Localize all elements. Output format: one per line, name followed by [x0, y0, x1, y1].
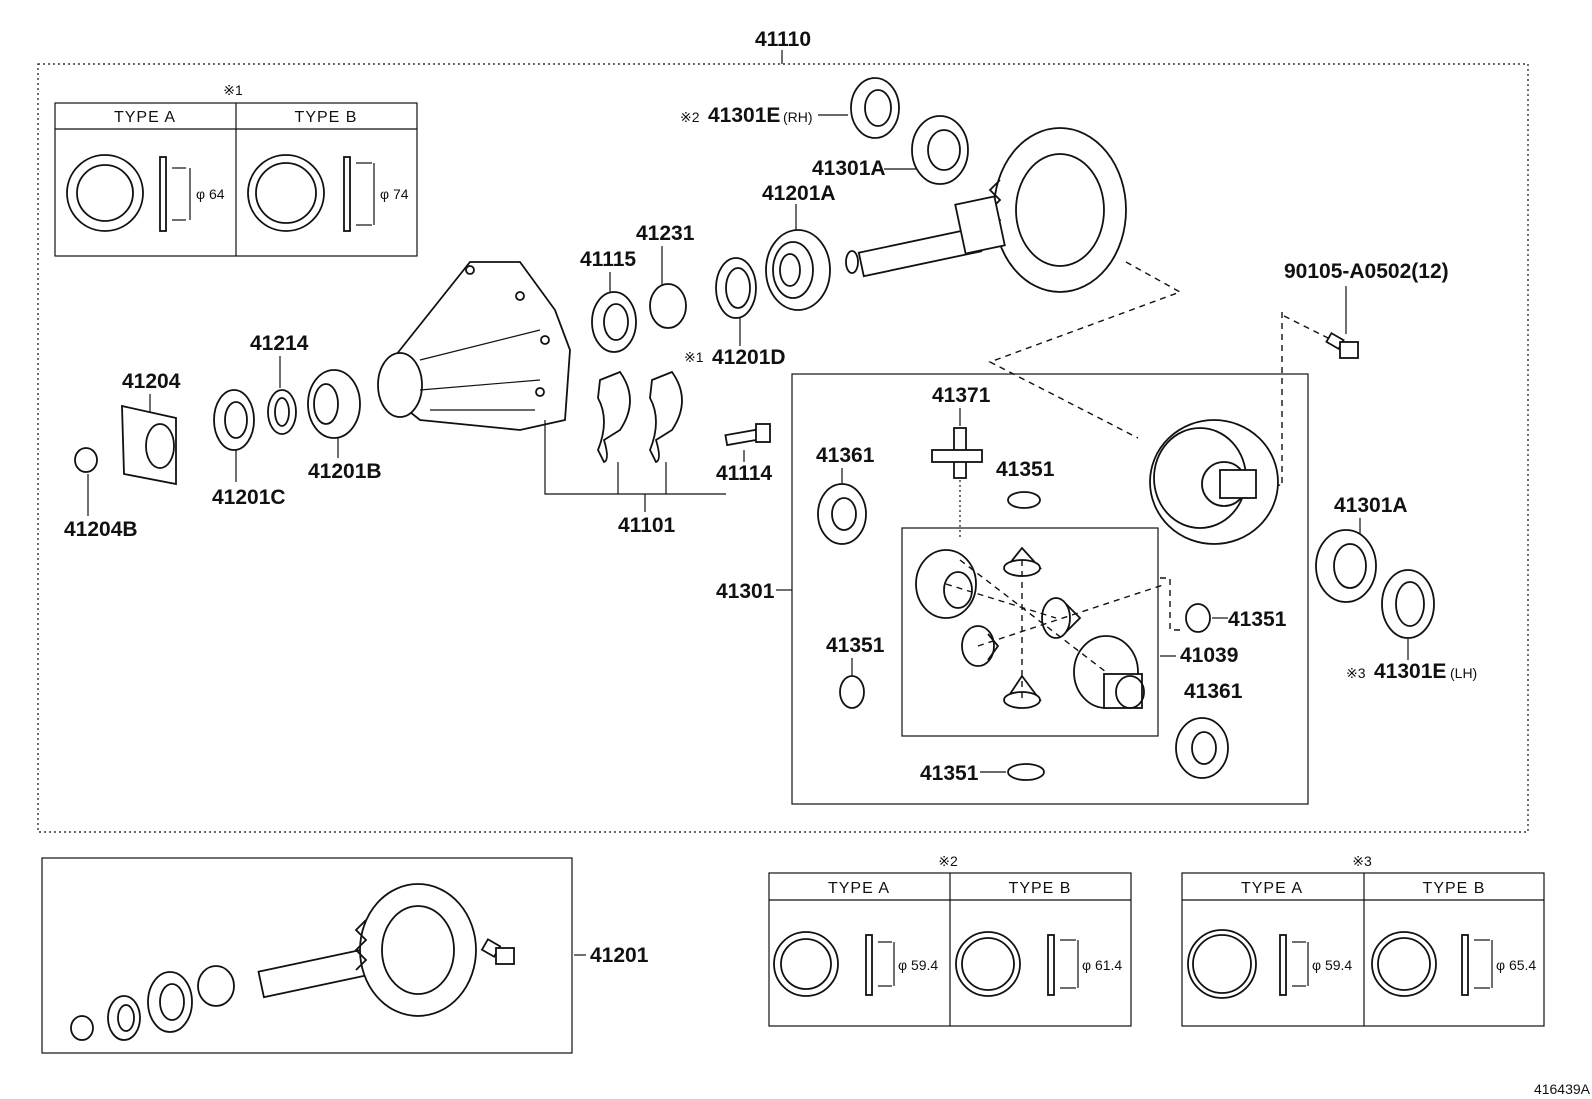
diff-case-box	[791, 373, 1309, 805]
svg-text:TYPE A: TYPE A	[828, 880, 890, 897]
carrier-housing	[377, 261, 571, 431]
label-41214: 41214	[250, 332, 309, 355]
seal-41201c	[213, 389, 255, 451]
label-41361-a: 41361	[816, 444, 875, 467]
pinion-gear-box	[901, 527, 1159, 737]
label-41351-d: 41351	[920, 762, 979, 785]
washer-type-b	[247, 154, 325, 232]
washer-41351-c	[1185, 603, 1211, 633]
label-41201d: 41201D	[712, 346, 786, 369]
bolt-90105	[1325, 331, 1359, 359]
pinion-gear-right	[1041, 597, 1082, 639]
assembly-frame-41110	[37, 63, 1529, 833]
svg-text:※1: ※1	[684, 349, 704, 365]
washer-41361-b	[1175, 717, 1229, 779]
washer-41351-d	[1007, 763, 1045, 781]
label-41351-b: 41351	[826, 634, 885, 657]
bearing-41301a-top	[911, 115, 969, 185]
shim-41301e-rh	[850, 77, 900, 139]
label-41371: 41371	[932, 384, 991, 407]
shim-41301e-lh	[1381, 569, 1435, 639]
svg-text:φ 65.4: φ 65.4	[1496, 957, 1536, 973]
label-41204: 41204	[122, 370, 181, 393]
label-41114: 41114	[716, 462, 772, 485]
kit-41201-parts	[70, 883, 515, 1041]
svg-text:φ 59.4: φ 59.4	[1312, 957, 1352, 973]
bearing-41301a-right	[1315, 529, 1377, 603]
svg-text:※2: ※2	[938, 853, 958, 869]
svg-text:※3: ※3	[1352, 853, 1372, 869]
svg-text:TYPE B: TYPE B	[1009, 880, 1072, 897]
svg-text:※1: ※1	[223, 82, 243, 98]
label-41101: 41101	[618, 514, 676, 537]
label-41361-b: 41361	[1184, 680, 1243, 703]
label-41301a-right: 41301A	[1334, 494, 1408, 517]
label-41351-a: 41351	[996, 458, 1055, 481]
label-41301e-rh: 41301E	[708, 104, 780, 127]
label-41115: 41115	[580, 248, 636, 271]
label-41301e-lh: 41301E	[1374, 660, 1446, 683]
bolt-41114	[724, 423, 771, 447]
side-gear-right	[1073, 635, 1145, 709]
table-note-3: ※3 TYPE A TYPE B φ 59.4 φ 65.4	[1181, 853, 1545, 1027]
svg-text:TYPE A: TYPE A	[1241, 880, 1303, 897]
label-41351-c: 41351	[1228, 608, 1287, 631]
washer-41351-a	[1007, 491, 1041, 509]
svg-text:※2: ※2	[680, 109, 700, 125]
label-41201a: 41201A	[762, 182, 836, 205]
svg-text:φ 74: φ 74	[380, 186, 409, 202]
table-note-1: ※1 TYPE A TYPE B φ 64 φ 74	[54, 82, 418, 257]
washer-41361-a	[817, 483, 867, 545]
bearing-cap-a	[597, 370, 631, 464]
svg-text:(LH): (LH)	[1450, 665, 1477, 681]
label-41201b: 41201B	[308, 460, 382, 483]
washer-41351-b	[839, 675, 865, 709]
spider-41371	[931, 427, 983, 479]
spacer-41231	[649, 283, 687, 329]
bearing-41201a	[765, 229, 831, 311]
label-41204b: 41204B	[64, 518, 138, 541]
svg-text:TYPE B: TYPE B	[295, 109, 358, 126]
washer-type-a	[66, 154, 144, 232]
diagram-code: 416439A	[1534, 1081, 1591, 1097]
flange-41204	[121, 404, 177, 486]
label-90105: 90105-A0502(12)	[1284, 260, 1449, 283]
svg-text:φ 61.4: φ 61.4	[1082, 957, 1122, 973]
label-41201: 41201	[590, 944, 649, 967]
ring-gear-pinion	[845, 127, 1127, 293]
seal-41115	[591, 291, 637, 353]
svg-text:TYPE B: TYPE B	[1423, 880, 1486, 897]
svg-text:φ 64: φ 64	[196, 186, 225, 202]
pinion-gear-top	[1003, 546, 1043, 577]
label-41301a-top: 41301A	[812, 157, 886, 180]
label-41039: 41039	[1180, 644, 1238, 667]
label-41301: 41301	[716, 580, 775, 603]
label-41231: 41231	[636, 222, 695, 245]
label-41110: 41110	[755, 28, 811, 51]
kit-box-41201	[41, 857, 573, 1054]
label-41201c: 41201C	[212, 486, 286, 509]
svg-text:TYPE A: TYPE A	[114, 109, 176, 126]
svg-text:φ 59.4: φ 59.4	[898, 957, 938, 973]
table-note-2: ※2 TYPE A TYPE B φ 59.4 φ 61.4	[768, 853, 1132, 1027]
nut-41204b	[74, 447, 98, 473]
diff-case-assembly	[1149, 419, 1279, 545]
bearing-41201b	[307, 369, 361, 439]
svg-text:(RH): (RH)	[783, 109, 813, 125]
svg-text:※3: ※3	[1346, 665, 1366, 681]
bearing-cap-b	[649, 370, 683, 464]
spacer-41214	[267, 389, 297, 435]
